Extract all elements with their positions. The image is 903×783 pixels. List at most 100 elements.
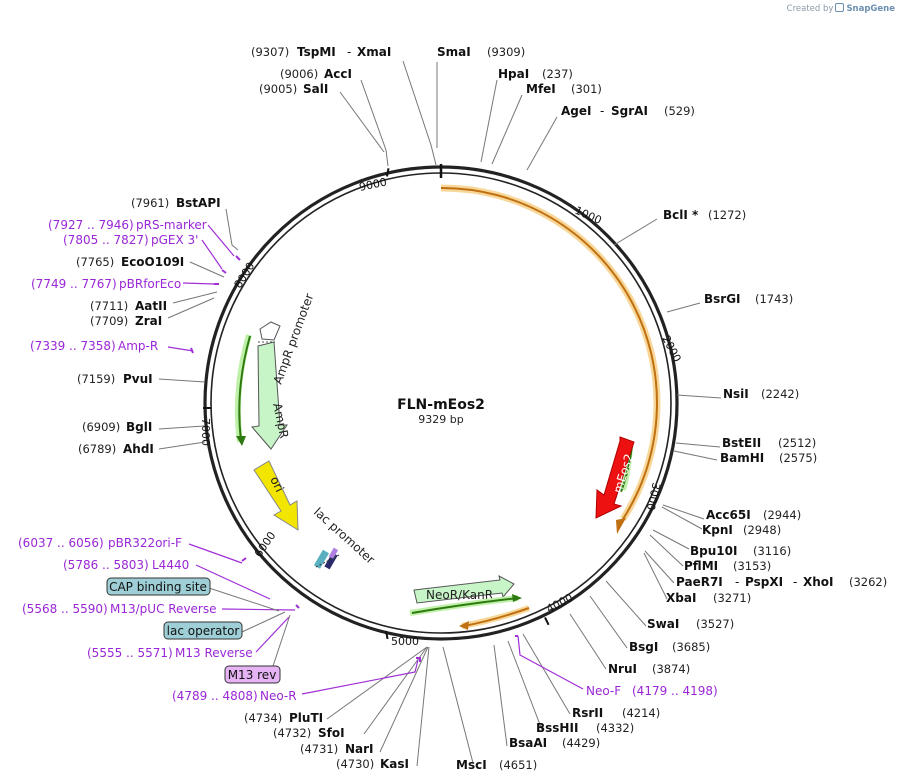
site-sep-dash3: - <box>735 575 739 589</box>
feature-lac-region[interactable] <box>313 547 340 570</box>
site-bamhi[interactable]: BamHI <box>720 451 764 465</box>
callout-lac-operator[interactable]: lac operator <box>163 621 243 640</box>
primer-pbrforeco[interactable]: pBRforEco <box>119 277 181 291</box>
site-msci[interactable]: MscI <box>456 758 487 772</box>
ampr-green-arrowhead <box>236 436 246 446</box>
site-bcli[interactable]: BclI * <box>663 208 699 222</box>
site-bsshii[interactable]: BssHII <box>536 721 578 735</box>
primer-m13-reverse-range: (5555 .. 5571) <box>87 646 173 660</box>
site-pflmi[interactable]: PflMI <box>684 559 718 573</box>
site-bsaai[interactable]: BsaAI <box>509 736 547 750</box>
site-pspxi[interactable]: PspXI <box>745 575 783 589</box>
site-pvui[interactable]: PvuI <box>123 372 153 386</box>
site-kpni[interactable]: KpnI <box>702 523 733 537</box>
feature-ampr[interactable] <box>251 341 288 450</box>
tick-label-4000: 4000 <box>544 591 575 616</box>
callout-m13rev[interactable]: M13 rev <box>224 665 281 684</box>
site-mfei-pos: (301) <box>571 82 602 96</box>
feature-ori[interactable]: ori <box>253 460 299 531</box>
site-xbai[interactable]: XbaI <box>666 591 696 605</box>
site-acc65i-pos: (2944) <box>763 508 801 522</box>
orf-arrowhead <box>616 518 626 534</box>
m13rev-leader <box>269 614 291 676</box>
feature-ampr-promoter[interactable] <box>258 321 281 343</box>
site-bgli[interactable]: BglI <box>126 420 152 434</box>
credit-brand: SnapGene <box>846 4 895 14</box>
primer-leaders <box>167 224 584 695</box>
site-xhoi[interactable]: XhoI <box>803 575 834 589</box>
primer-m13puc-reverse[interactable]: M13/pUC Reverse <box>110 602 217 616</box>
callout-lac-operator-label: lac operator <box>167 624 240 638</box>
site-pflmi-pos: (3153) <box>733 559 771 573</box>
snapgene-logo-icon <box>835 3 845 12</box>
site-kpni-pos: (2948) <box>743 523 781 537</box>
callout-cap[interactable]: CAP binding site <box>106 577 211 596</box>
site-kasi[interactable]: KasI <box>380 757 409 771</box>
primer-prs-marker[interactable]: pRS-marker <box>136 218 207 232</box>
site-sep-dash2: - <box>600 104 604 118</box>
site-bpu10i[interactable]: Bpu10I <box>690 544 737 558</box>
site-hpai[interactable]: HpaI <box>498 67 529 81</box>
site-nari[interactable]: NarI <box>345 742 374 756</box>
site-sfoi-pos: (4732) <box>273 726 311 740</box>
primer-labels: Neo-F (4179 .. 4198) (4789 .. 4808) Neo-… <box>18 218 718 703</box>
site-paer7i[interactable]: PaeR7I <box>676 575 723 589</box>
site-xmai[interactable]: XmaI <box>357 45 391 59</box>
site-swai[interactable]: SwaI <box>647 617 679 631</box>
site-tspmi[interactable]: TspMI <box>297 45 336 59</box>
enzyme-leaders <box>158 60 722 767</box>
site-ecoo109i[interactable]: EcoO109I <box>121 255 184 269</box>
site-acc65i[interactable]: Acc65I <box>706 508 751 522</box>
site-nsii[interactable]: NsiI <box>723 387 749 401</box>
primer-pbr322ori-f[interactable]: pBR322ori-F <box>108 536 182 550</box>
primer-neo-f[interactable]: Neo-F <box>586 684 621 698</box>
site-agei[interactable]: AgeI <box>561 104 591 118</box>
site-bsaai-pos: (4429) <box>562 736 600 750</box>
site-bsgi[interactable]: BsgI <box>629 640 658 654</box>
site-bsrgi[interactable]: BsrGI <box>704 292 741 306</box>
site-mfei[interactable]: MfeI <box>526 82 556 96</box>
site-sali[interactable]: SalI <box>303 82 328 96</box>
site-ahdi[interactable]: AhdI <box>123 442 154 456</box>
enzyme-labels: (9307) TspMI - XmaI (9006) AccI (9005) S… <box>76 45 887 772</box>
feature-ampr-promoter-label: AmpR promoter <box>271 292 317 386</box>
primer-m13-reverse[interactable]: M13 Reverse <box>175 646 253 660</box>
site-nari-pos: (4731) <box>300 742 338 756</box>
site-rsrii[interactable]: RsrII <box>572 706 603 720</box>
site-bstapi[interactable]: BstAPI <box>176 196 221 210</box>
site-nrui[interactable]: NruI <box>608 662 637 676</box>
neor-orange-arrowhead <box>459 621 469 630</box>
neor-green-arc <box>411 597 519 614</box>
site-sgrai[interactable]: SgrAI <box>611 104 648 118</box>
tick-label-5000: 5000 <box>391 635 419 648</box>
feature-neor[interactable]: NeoR/KanR <box>413 575 515 604</box>
site-aatii[interactable]: AatII <box>135 299 167 313</box>
site-rsrii-pos: (4214) <box>622 706 660 720</box>
neor-green-arrowhead <box>512 594 522 602</box>
site-bpu10i-pos: (3116) <box>753 544 791 558</box>
site-sep-dash: - <box>347 45 351 59</box>
callout-m13rev-label: M13 rev <box>228 668 277 682</box>
site-acci[interactable]: AccI <box>324 67 352 81</box>
site-pluti[interactable]: PluTI <box>289 711 323 725</box>
primer-amp-r[interactable]: Amp-R <box>118 339 158 353</box>
ampr-green-arc <box>238 335 251 441</box>
site-msci-pos: (4651) <box>499 758 537 772</box>
site-nrui-pos: (3874) <box>652 662 690 676</box>
site-smai[interactable]: SmaI <box>437 45 471 59</box>
site-bsteii[interactable]: BstEII <box>722 436 761 450</box>
site-bstapi-pos: (7961) <box>131 196 169 210</box>
site-bcli-pos: (1272) <box>708 208 746 222</box>
tick-label-6000: 6000 <box>252 529 279 559</box>
tick-marks <box>203 168 550 640</box>
site-zrai[interactable]: ZraI <box>135 314 162 328</box>
primer-prs-marker-range: (7927 .. 7946) <box>48 218 134 232</box>
primer-neo-r[interactable]: Neo-R <box>260 689 297 703</box>
callout-cap-label: CAP binding site <box>109 580 207 594</box>
primer-l4440[interactable]: L4440 <box>152 558 189 572</box>
primer-neo-r-range: (4789 .. 4808) <box>172 689 258 703</box>
ampr-green-halo <box>234 334 252 443</box>
primer-pgex3[interactable]: pGEX 3' <box>151 233 198 247</box>
site-sfoi[interactable]: SfoI <box>318 726 345 740</box>
